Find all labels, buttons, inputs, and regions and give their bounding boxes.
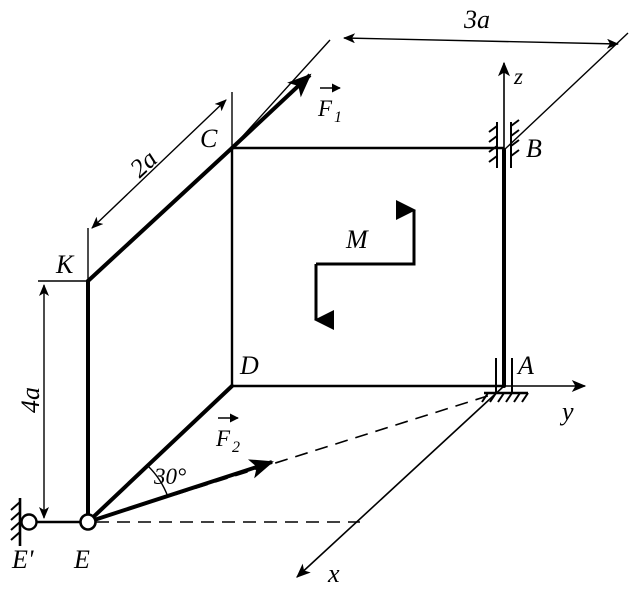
axis-y-label: y bbox=[559, 397, 574, 426]
moment-label: M bbox=[345, 225, 369, 254]
member-ed bbox=[86, 384, 234, 524]
axis-x-line bbox=[296, 385, 505, 578]
axis-z-label: z bbox=[513, 64, 523, 89]
svg-text:1: 1 bbox=[334, 109, 342, 126]
support-b bbox=[488, 119, 520, 168]
svg-text:F: F bbox=[317, 96, 333, 121]
svg-text:2: 2 bbox=[232, 439, 240, 456]
dim-2a-label: 2a bbox=[124, 144, 163, 183]
force-f1-label: F 1 bbox=[317, 83, 342, 126]
force-f1-arrow bbox=[230, 73, 312, 150]
force-f2-label: F 2 bbox=[215, 413, 240, 456]
angle-label: 30° bbox=[153, 464, 186, 489]
dim-3a-ext-right bbox=[503, 32, 629, 151]
angle-arc bbox=[147, 465, 169, 498]
moment-arrow-up bbox=[316, 200, 416, 266]
point-d-label: D bbox=[239, 351, 259, 380]
point-e-prime-label: E' bbox=[11, 545, 34, 574]
hinge-e bbox=[79, 513, 97, 531]
point-k-label: K bbox=[55, 250, 75, 279]
point-c-label: C bbox=[200, 124, 218, 153]
support-e-prime bbox=[10, 498, 80, 546]
dim-3a-label: 3a bbox=[463, 5, 490, 34]
point-b-label: B bbox=[526, 134, 542, 163]
dim-4a-label: 4a bbox=[16, 387, 45, 413]
point-e-label: E bbox=[73, 545, 90, 574]
support-a bbox=[481, 358, 529, 403]
dim-2a-line bbox=[91, 99, 227, 229]
dim-3a-line bbox=[343, 33, 619, 49]
force-f2-arrow bbox=[87, 459, 274, 524]
svg-text:F: F bbox=[215, 426, 231, 451]
axis-x-label: x bbox=[327, 559, 340, 588]
point-a-label: A bbox=[516, 351, 534, 380]
